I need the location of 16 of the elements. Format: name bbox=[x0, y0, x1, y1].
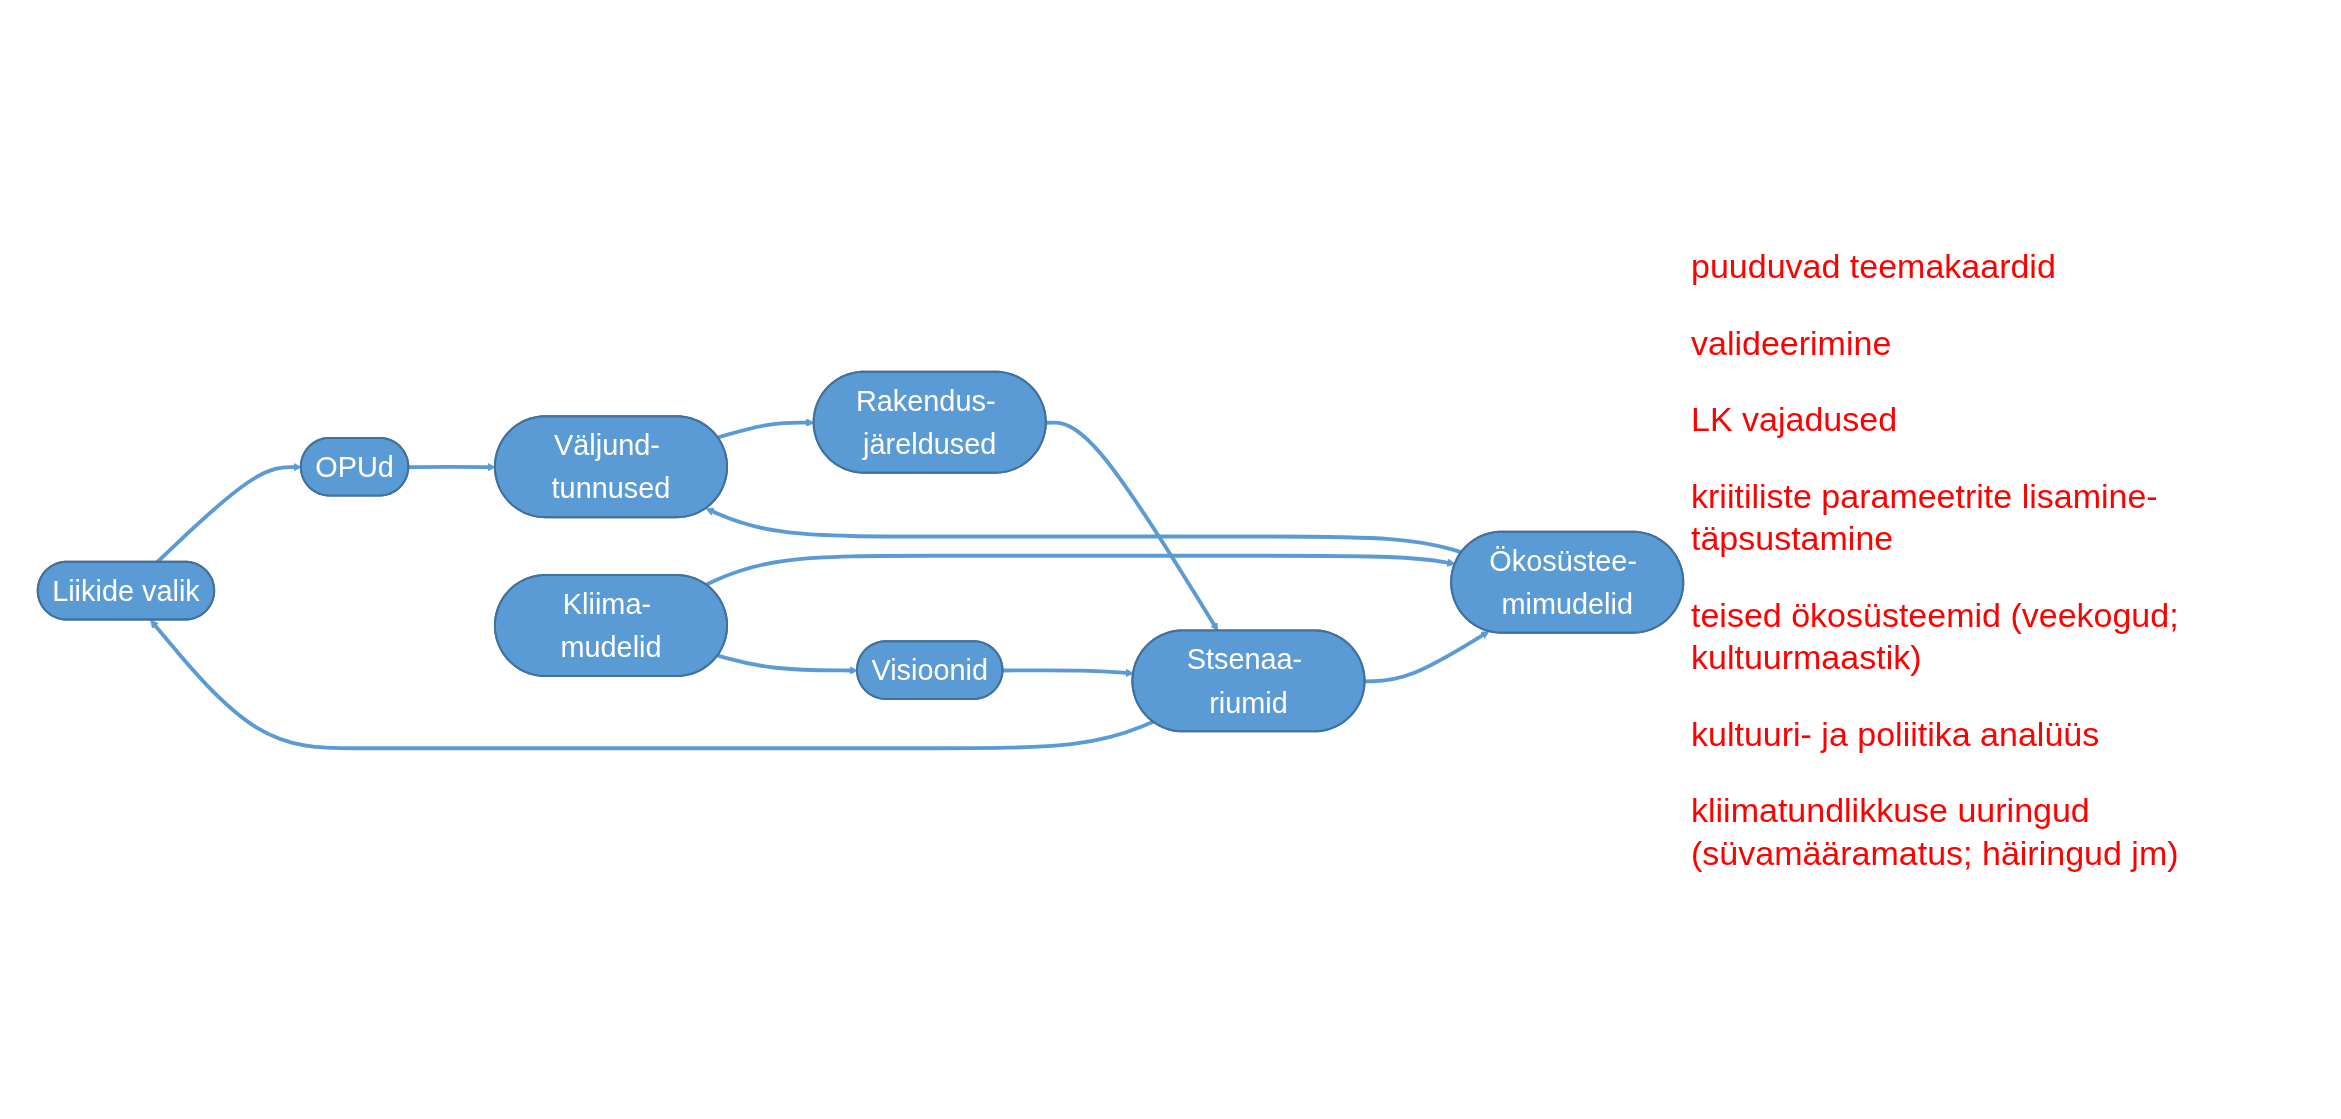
note-text: kriitiliste parameetrite lisamine-täpsustamine bbox=[1691, 475, 2159, 559]
note-text: kliimatundlikkuse uuringud (süvamääramatus; häiringud jm) bbox=[1691, 790, 2180, 874]
arrow bbox=[1365, 630, 1490, 683]
arrow bbox=[717, 417, 815, 439]
note-text: LK vajadused bbox=[1691, 399, 1899, 440]
arrow bbox=[705, 553, 1456, 586]
note-text: puuduvad teemakaardid bbox=[1691, 246, 2057, 287]
arrow bbox=[150, 619, 1154, 750]
note-text: valideerimine bbox=[1691, 322, 1893, 364]
arrow bbox=[1046, 420, 1219, 631]
arrow bbox=[1002, 667, 1134, 677]
arrow bbox=[408, 462, 496, 471]
arrow bbox=[705, 507, 1463, 554]
arrow bbox=[717, 653, 858, 675]
note-text: kultuuri- ja poliitika analüüs bbox=[1691, 713, 2101, 755]
note-text: teised ökosüsteemid (veekogud; kultuurmaastik) bbox=[1691, 594, 2180, 678]
